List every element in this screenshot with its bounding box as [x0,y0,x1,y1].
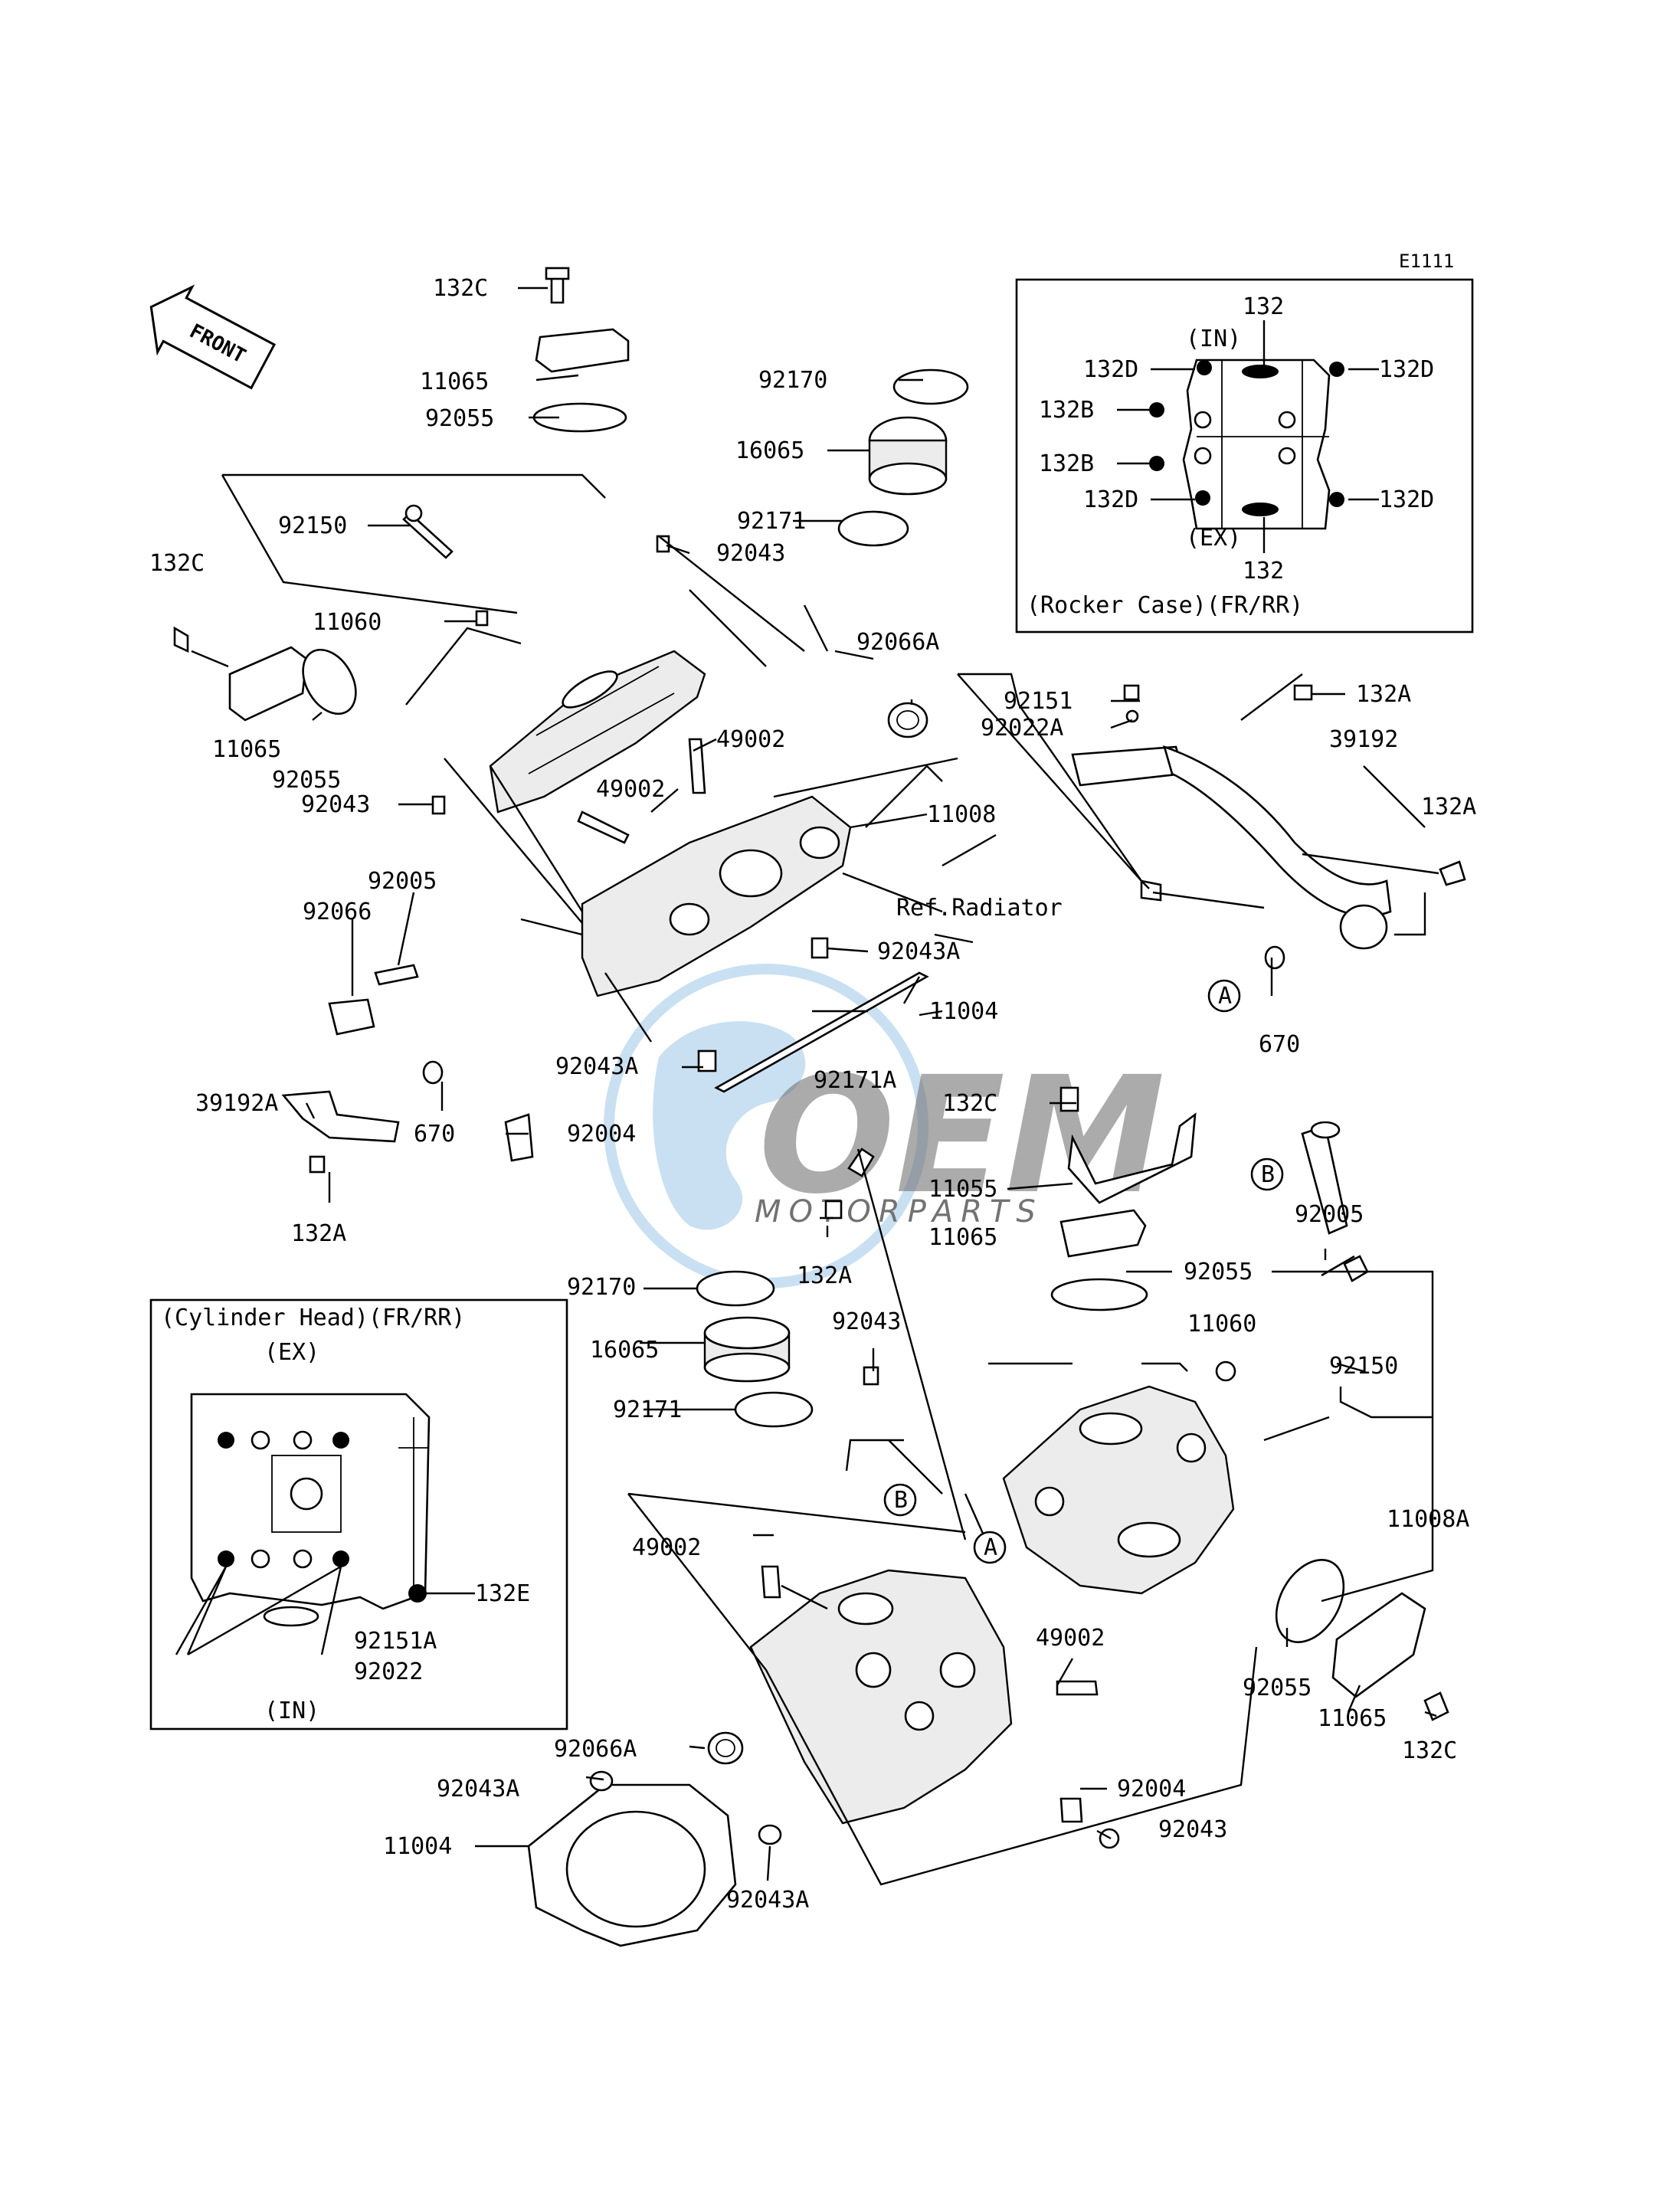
rocker-callout-132b-lower: 132B [1039,450,1094,477]
marker-b-upper [1250,1157,1284,1191]
callout-92151: 92151 [1004,688,1073,715]
callout-92171-top: 92171 [737,508,806,535]
callout-11008: 11008 [927,801,996,828]
callout-92170-lower: 92170 [567,1274,636,1301]
callout-92004-upper: 92004 [567,1121,636,1148]
callout-92066a-lower: 92066A [554,1736,637,1763]
callout-92043a-lower-left: 92043A [437,1776,519,1802]
rocker-callout-132d-br: 132D [1379,486,1434,513]
callout-11004-lower: 11004 [383,1833,452,1860]
head-callout-132e: 132E [475,1580,530,1607]
callout-39192a: 39192A [195,1090,278,1117]
circle-markers: A B A B [883,979,1284,1564]
rocker-callout-132-top: 132 [1243,293,1284,320]
marker-b-lower [883,1483,917,1517]
callout-132c-mid: 132C [942,1090,997,1117]
callout-11060-top: 11060 [313,609,382,636]
callout-92043a-mid: 92043A [555,1053,638,1080]
callout-11065-lower: 11065 [1318,1705,1387,1732]
callout-11065-top: 11065 [420,368,489,395]
rocker-inset-title: (Rocker Case)(FR/RR) [1027,592,1303,619]
callout-92055-mid: 92055 [1184,1259,1253,1285]
marker-b-lower-label: B [894,1487,908,1514]
marker-a-upper [1207,979,1241,1013]
callout-92055-left: 92055 [272,767,341,794]
callout-11060-lower: 11060 [1187,1311,1256,1338]
callout-49002-top-right: 49002 [716,726,785,753]
callout-132c-left: 132C [149,550,205,577]
rocker-case-inset: 132 (IN) 132D 132D 132B 132B 132D 132D (… [1015,278,1474,634]
head-callout-92151a: 92151A [354,1628,437,1655]
head-ex-label: (EX) [264,1339,319,1366]
marker-a-lower [973,1531,1007,1564]
callout-49002-top-left: 49002 [596,776,665,803]
callout-132a-left: 132A [291,1220,346,1247]
callout-92043-lower-mid: 92043 [832,1308,901,1335]
rocker-callout-132b-upper: 132B [1039,397,1094,424]
marker-b-upper-label: B [1261,1161,1275,1188]
callout-132a-mid: 132A [797,1262,852,1289]
callout-670-left: 670 [414,1121,455,1148]
callout-132c-top: 132C [433,275,488,302]
callout-132a-right: 132A [1421,794,1476,820]
callout-49002-lower-left: 49002 [632,1534,701,1561]
callout-39192: 39192 [1329,726,1398,753]
callout-92043-top: 92043 [716,540,785,567]
rocker-callout-132d-tr: 132D [1379,356,1434,383]
callout-92043a-upper: 92043A [877,938,960,965]
lower-assembly [527,1209,1449,1947]
callout-92043a-lower-right: 92043A [726,1887,809,1914]
rocker-in-label: (IN) [1186,326,1241,352]
callout-670-right: 670 [1259,1031,1300,1058]
diagram-code: E1111 [1399,250,1454,272]
ref-radiator-label: Ref.Radiator [896,895,1063,922]
front-direction-arrow-icon: FRONT [149,284,277,390]
callout-92005-right: 92005 [1295,1201,1364,1228]
rocker-callout-132d-bl: 132D [1083,486,1138,513]
leader-lines [191,286,1439,1881]
head-inset-title: (Cylinder Head)(FR/RR) [161,1305,465,1331]
part-callouts: 132C 11065 92055 92150 132C 11060 11065 … [149,275,1476,1914]
rocker-ex-label: (EX) [1186,525,1241,552]
callout-92022a: 92022A [981,715,1063,742]
callout-92004-lower: 92004 [1117,1776,1186,1802]
callout-92043-lower-right: 92043 [1158,1816,1227,1843]
callout-92005-left: 92005 [368,868,437,895]
callout-16065-lower: 16065 [590,1337,659,1364]
callout-92066-left: 92066 [303,899,372,925]
callout-92150-lower: 92150 [1329,1353,1398,1380]
callout-92150-top: 92150 [278,512,347,539]
marker-a-lower-label: A [984,1534,997,1561]
callout-11008a: 11008A [1387,1506,1469,1533]
callout-92170-top: 92170 [758,367,827,394]
rocker-callout-132d-tl: 132D [1083,356,1138,383]
upper-assembly [173,267,1466,1235]
callout-16065-top: 16065 [735,437,804,464]
callout-49002-lower-right: 49002 [1036,1625,1105,1652]
callout-11065-mid: 11065 [928,1224,997,1251]
callout-92055-lower: 92055 [1243,1675,1312,1701]
callout-92171-lower: 92171 [613,1396,682,1423]
cylinder-head-inset: (Cylinder Head)(FR/RR) (EX) 132E 92151A … [149,1298,568,1730]
callout-92171a: 92171A [814,1067,896,1094]
callout-92066a-top: 92066A [856,629,939,656]
watermark-tagline: MOTORPARTS [755,1194,1043,1229]
callout-11055: 11055 [928,1176,997,1203]
head-in-label: (IN) [264,1698,319,1724]
callout-132a-right-top: 132A [1356,681,1411,708]
callout-11065-left: 11065 [212,736,281,763]
callout-92055-top: 92055 [425,405,494,432]
callout-132c-lower: 132C [1402,1737,1457,1764]
marker-a-upper-label: A [1218,983,1232,1010]
callout-92043-left: 92043 [301,791,370,818]
head-callout-92022: 92022 [354,1658,423,1685]
callout-11004-upper: 11004 [929,998,998,1025]
rocker-callout-132-bottom: 132 [1243,558,1284,584]
